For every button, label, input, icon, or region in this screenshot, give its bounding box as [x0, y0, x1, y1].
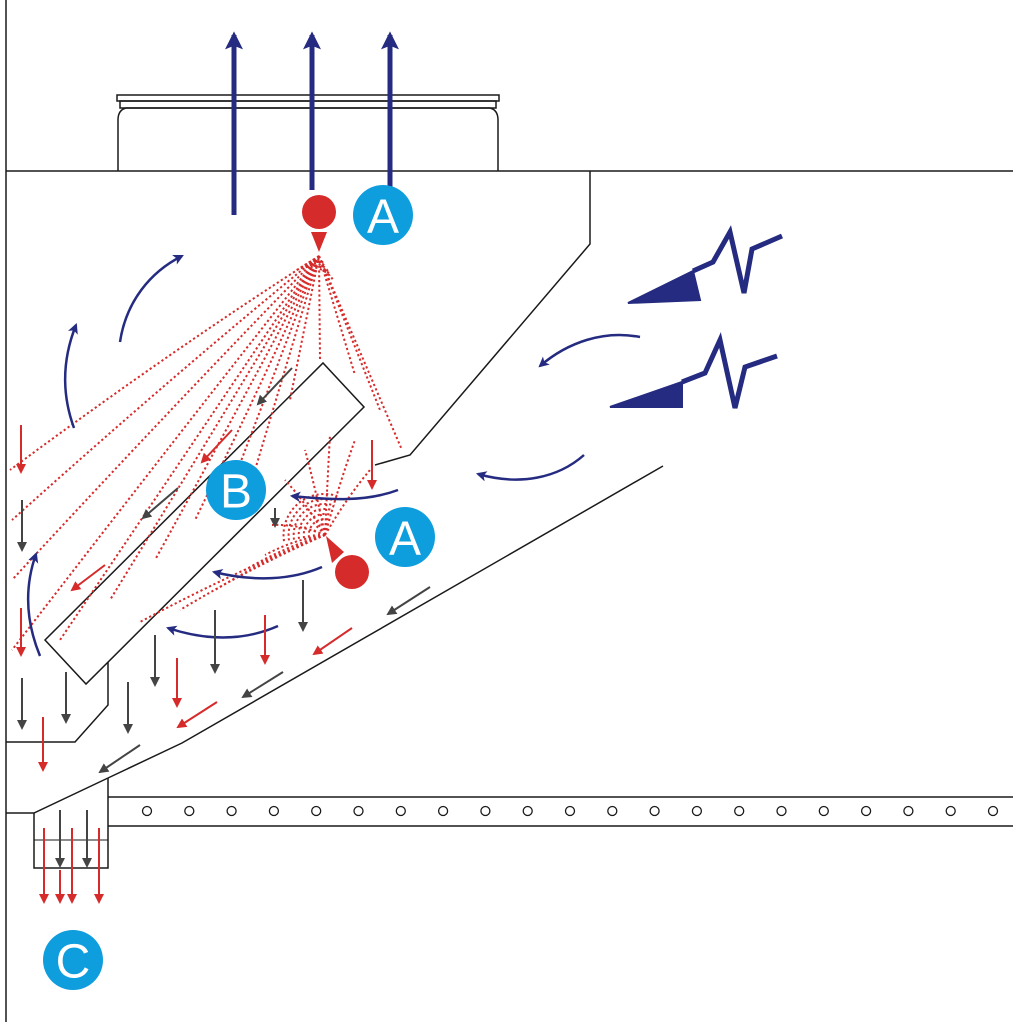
spray-line [59, 255, 320, 641]
svg-text:C: C [56, 936, 91, 989]
spray-arc [307, 518, 331, 538]
label-badge-a-top: A [353, 185, 413, 245]
pipe-hole [987, 805, 999, 817]
spray-arc [282, 493, 338, 542]
airflow-arrow-icon [64, 323, 78, 429]
spray-line [324, 469, 371, 536]
pipe-hole [522, 805, 533, 817]
spray-line [154, 255, 320, 561]
spray-line [289, 255, 320, 401]
spray-line [109, 255, 320, 601]
airflow-arrow-icon [166, 624, 279, 639]
spray-line [179, 534, 326, 611]
spray-arc [304, 262, 329, 272]
label-badge-c: C [43, 930, 103, 990]
pipe-hole [903, 805, 914, 817]
spray-line [318, 255, 321, 361]
pipe-hole [141, 805, 153, 817]
airflow-arrow-icon [211, 565, 323, 580]
spray-line [324, 439, 356, 536]
pipe-hole [226, 805, 237, 817]
airflow-arrows [26, 31, 641, 657]
pipe-hole [860, 805, 872, 817]
pipe-hole [268, 805, 280, 817]
airflow-arrow-icon [26, 552, 42, 657]
nozzle-icon [326, 536, 369, 589]
spray-arc [297, 508, 334, 540]
spray-line [254, 255, 320, 471]
nozzle-icon [302, 195, 336, 252]
outlet-hopper [6, 777, 109, 814]
spray-arc [300, 263, 332, 277]
pipe-hole [818, 805, 829, 817]
label-badge-a-lower: A [375, 507, 435, 567]
svg-text:A: A [367, 191, 399, 244]
airflow-arrow-icon [538, 333, 641, 368]
spray-line [318, 255, 356, 376]
spray-line [304, 449, 326, 536]
spray-line [284, 479, 326, 536]
spray-arc [302, 513, 332, 539]
spray-line [318, 255, 403, 451]
svg-text:B: B [220, 466, 252, 519]
svg-text:A: A [389, 513, 421, 566]
particle-arrow-icon [256, 367, 293, 406]
airflow-arrow-icon [118, 254, 184, 343]
pipe-hole [607, 805, 618, 817]
pipe-hole [395, 805, 406, 817]
airflow-arrow-icon [289, 488, 399, 503]
spray-arc [296, 265, 334, 281]
droplet-arrow-icon [176, 701, 218, 729]
left-hopper [6, 655, 109, 743]
droplet-arrow-icon [312, 627, 353, 656]
lightning-arrow-icon [627, 225, 783, 304]
spray-arc [312, 523, 329, 537]
droplet-arrows [16, 425, 377, 904]
spray-line [229, 255, 320, 491]
pipe-hole [184, 805, 195, 817]
pipe-hole [649, 805, 660, 817]
spray-arc [308, 260, 327, 268]
label-badge-b: B [206, 460, 266, 520]
lightning-arrow-icon [609, 332, 778, 409]
particle-arrow-icon [141, 487, 179, 520]
particle-arrows [17, 367, 431, 868]
spray-line [214, 534, 326, 591]
particle-arrow-icon [98, 744, 141, 774]
spray-line [318, 255, 381, 411]
pipe-hole [480, 805, 491, 817]
spray-line [244, 534, 326, 571]
pipe-hole [734, 805, 745, 817]
pipe-hole [311, 805, 322, 817]
spray-line [264, 534, 326, 556]
pipe-hole [564, 805, 576, 817]
housing [5, 0, 1013, 1022]
airflow-arrow-icon [475, 454, 585, 482]
pipe-hole [437, 805, 449, 817]
spray-line [11, 255, 320, 651]
droplet-arrow-icon [70, 564, 106, 592]
spray-line [9, 255, 320, 471]
spray-top [9, 255, 403, 651]
pipe-hole [353, 805, 364, 817]
inlet-duct-upper-wall [374, 171, 591, 466]
spray-arc [317, 528, 328, 537]
spray-arc [312, 258, 324, 264]
perforated-pipe [108, 796, 1013, 827]
baffle-plate [43, 361, 366, 686]
particle-arrow-icon [386, 586, 431, 616]
exhaust-collar [116, 94, 500, 171]
pipe-hole [776, 805, 787, 817]
pipe-hole [945, 805, 956, 817]
pipe-hole [691, 805, 703, 817]
sloped-floor [107, 465, 664, 779]
droplet-arrow-icon [200, 429, 233, 464]
particle-arrow-icon [241, 671, 284, 699]
spray-line [11, 255, 320, 521]
